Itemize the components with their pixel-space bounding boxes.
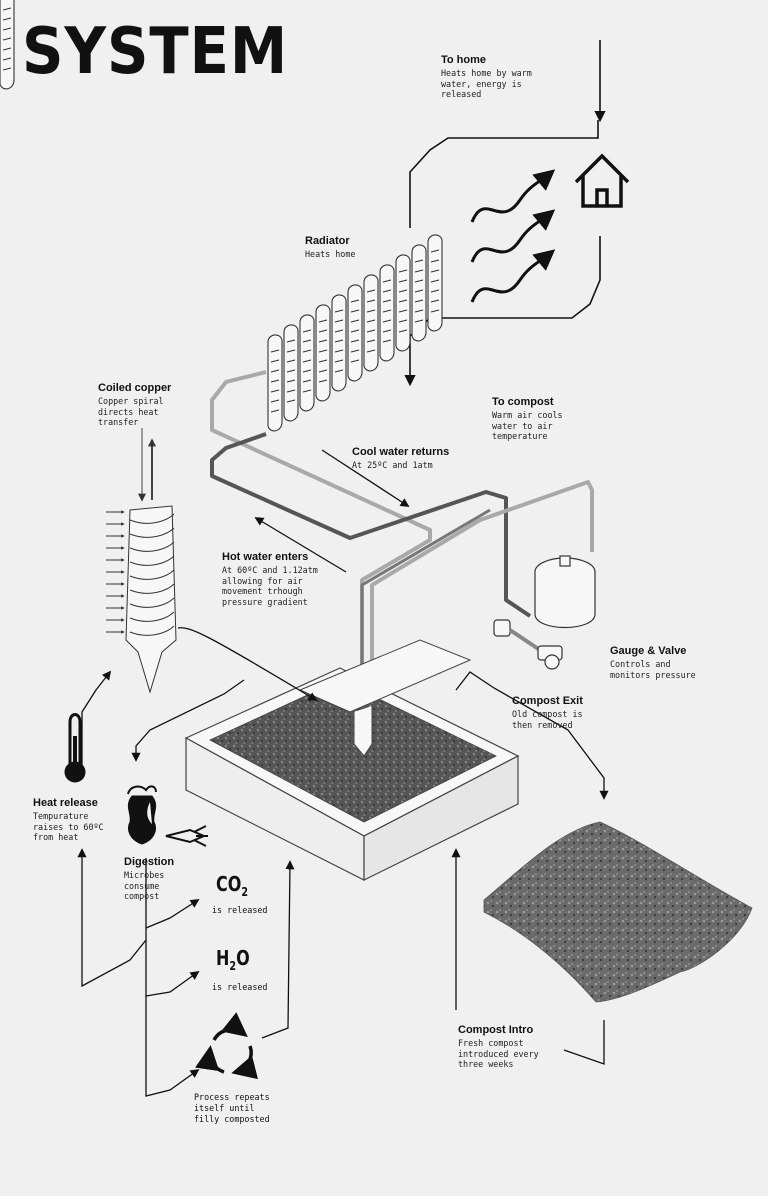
label-to-compost: To compost Warm air cools water to air t… [492,396,602,442]
label-radiator: Radiator Heats home [305,235,405,260]
label-radiator-desc: Heats home [305,248,356,259]
label-heat-release-desc: Tempurature raises to 60ºC from heat [33,810,104,843]
flow-arrows [77,449,609,1097]
water-pipes [210,370,594,675]
label-compost-intro-desc: Fresh compost introduced every three wee… [458,1037,539,1070]
label-coiled-copper: Coiled copper Copper spiral directs heat… [98,382,208,428]
label-digestion-heading: Digestion [124,856,175,868]
label-compost-intro-heading: Compost Intro [458,1024,534,1036]
label-gauge-valve-desc: Controls and monitors pressure [610,658,696,680]
thermometer-icon [64,713,86,783]
label-to-home: To home Heats home by warm water, energy… [441,54,561,100]
label-hot-water-desc: At 60ºC and 1.12atm allowing for air mov… [222,564,318,608]
label-compost-exit: Compost Exit Old compost is then removed [512,695,622,730]
label-heat-release: Heat release Tempurature raises to 60ºC … [33,797,143,843]
co2-base: CO [216,872,242,896]
co2-subscript: 2 [241,885,249,899]
compost-pile-icon [483,821,753,1003]
label-gauge-valve: Gauge & Valve Controls and monitors pres… [610,645,730,680]
label-coiled-copper-heading: Coiled copper [98,382,172,394]
label-compost-exit-heading: Compost Exit [512,695,583,707]
label-heat-release-heading: Heat release [33,797,98,809]
label-compost-intro: Compost Intro Fresh compost introduced e… [458,1024,578,1070]
apple-core-icon [127,785,208,847]
h2o-base: H [216,946,230,970]
label-cool-water: Cool water returns At 25ºC and 1atm [352,446,492,471]
valve-icon [493,619,563,670]
h2o-note: is released [212,982,268,992]
pressure-tank-icon [534,555,596,629]
h2o-subscript: 2 [229,959,237,973]
label-coiled-copper-desc: Copper spiral directs heat transfer [98,395,164,428]
label-digestion-desc: Microbes consume compost [124,869,165,902]
repeat-note: Process repeats itself until filly compo… [194,1092,270,1124]
h2o-formula: H2O [216,946,250,973]
label-hot-water-heading: Hot water enters [222,551,309,563]
co2-formula: CO2 [216,872,248,899]
compost-bin-icon [184,639,520,881]
label-radiator-heading: Radiator [305,235,350,247]
label-cool-water-heading: Cool water returns [352,446,450,458]
label-to-home-heading: To home [441,54,487,66]
house-icon [574,153,630,208]
label-to-home-desc: Heats home by warm water, energy is rele… [441,67,532,100]
copper-coil-icon [106,428,177,694]
co2-note: is released [212,905,268,915]
heat-wave-icon [470,169,556,303]
recycle-icon [195,1012,259,1080]
radiator-icon [0,0,443,432]
label-compost-exit-desc: Old compost is then removed [512,708,583,730]
label-digestion: Digestion Microbes consume compost [124,856,224,902]
label-cool-water-desc: At 25ºC and 1atm [352,459,433,470]
label-to-compost-heading: To compost [492,396,554,408]
page-title: SYSTEM [22,15,289,89]
h2o-tail: O [236,946,250,970]
label-hot-water: Hot water enters At 60ºC and 1.12atm all… [222,551,342,608]
label-gauge-valve-heading: Gauge & Valve [610,645,687,657]
label-to-compost-desc: Warm air cools water to air temperature [492,409,563,442]
